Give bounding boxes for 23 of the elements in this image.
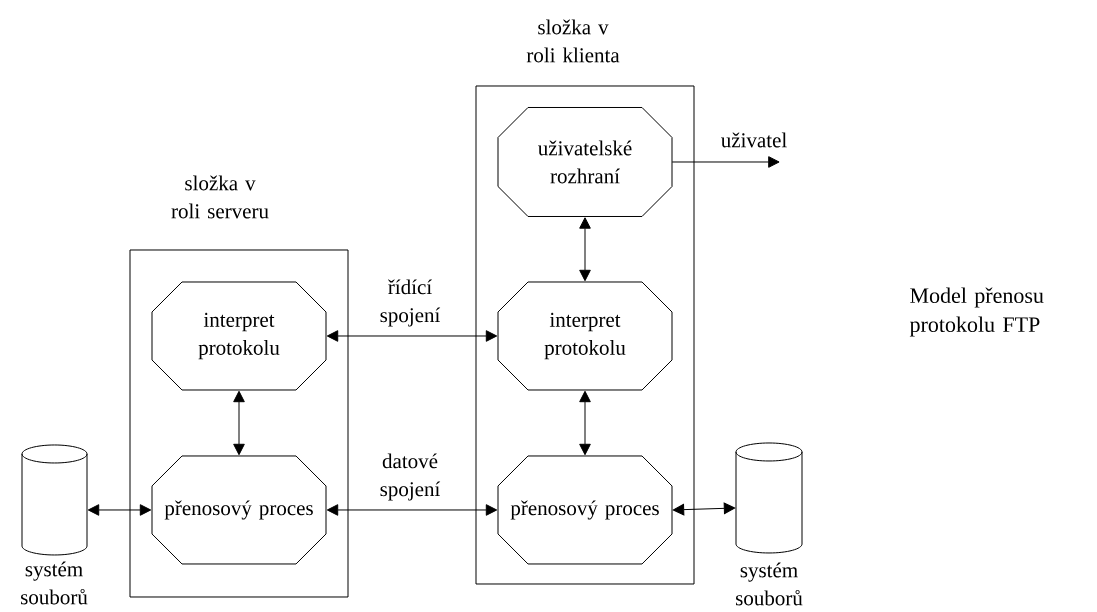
edge-label: řídící spojení: [380, 279, 441, 327]
arrow: [326, 504, 498, 516]
process-octagon: přenosový proces: [497, 455, 673, 565]
node-label: systém souborů: [21, 561, 88, 605]
arrow: [326, 330, 498, 342]
arrow: [87, 504, 152, 516]
database-cylinder: systém souborů: [21, 444, 88, 605]
process-octagon: interpret protokolu: [151, 281, 327, 391]
arrow: [579, 217, 591, 282]
arrow: [579, 390, 591, 456]
edge-label: datové spojení: [380, 453, 441, 501]
arrow: [671, 156, 780, 168]
database-cylinder: systém souborů: [735, 442, 803, 606]
process-octagon: uživatelské rozhraní: [497, 107, 673, 217]
node-label: systém souborů: [736, 562, 803, 606]
arrow: [672, 502, 736, 516]
arrow: [233, 390, 245, 456]
caption-text: Model přenosu protokolu FTP: [909, 287, 1044, 337]
edge-label: uživatel: [721, 132, 787, 148]
process-octagon: přenosový proces: [151, 455, 327, 565]
node-label: složka v roli klienta: [526, 19, 620, 63]
process-octagon: interpret protokolu: [497, 281, 673, 391]
node-label: složka v roli serveru: [171, 175, 269, 219]
